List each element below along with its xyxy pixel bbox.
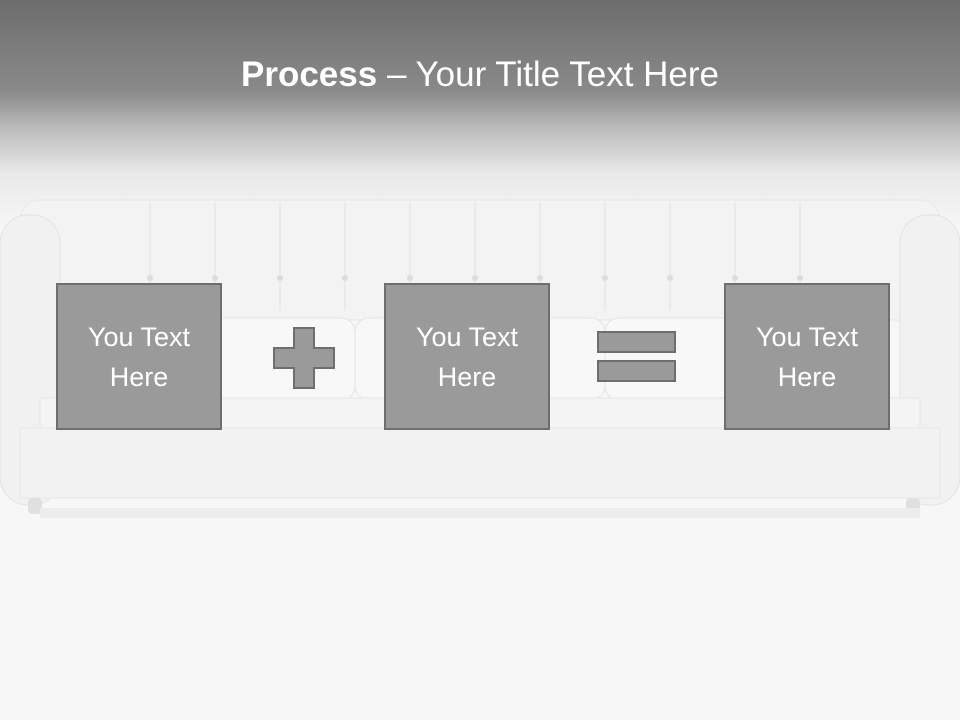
process-box-3[interactable]: You Text Here [724,283,890,430]
title-rest: – Your Title Text Here [377,55,719,94]
title-bold: Process [241,55,378,94]
process-box-2[interactable]: You Text Here [384,283,550,430]
slide-title: Process – Your Title Text Here [0,52,960,98]
process-box-1-text: You Text Here [87,321,191,392]
plus-icon [273,327,335,389]
header-gradient [0,0,960,230]
process-box-2-text: You Text Here [415,321,519,392]
process-box-3-text: You Text Here [755,321,859,392]
process-box-1[interactable]: You Text Here [56,283,222,430]
equals-icon [597,331,676,382]
